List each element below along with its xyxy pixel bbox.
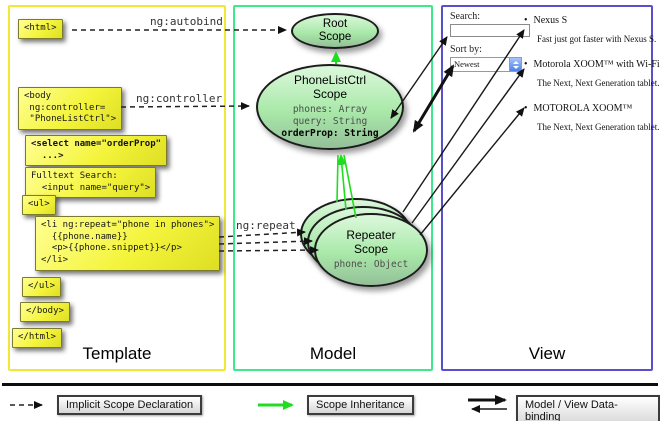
search-label: Search: (450, 11, 480, 22)
phone-desc: The Next, Next Generation tablet. (537, 122, 660, 132)
root-scope-ellipse: Root Scope (291, 13, 379, 49)
bullet-icon: • (524, 59, 528, 70)
phonelistctrl-scope-props: phones: Array query: String orderProp: S… (281, 104, 378, 140)
template-column-label: Template (82, 344, 152, 363)
stepper-down-icon (512, 65, 519, 69)
scope-prop-phone: phone: Object (333, 259, 409, 271)
phone-desc: Fast just got faster with Nexus S. (537, 34, 657, 44)
phone-title: •Motorola XOOM™ with Wi-Fi (524, 59, 660, 70)
phone-list: •Nexus S Fast just got faster with Nexus… (524, 15, 660, 147)
phonelistctrl-scope-title: PhoneListCtrl Scope (293, 72, 367, 101)
list-item: •MOTOROLA XOOM™ The Next, Next Generatio… (524, 103, 660, 132)
html-close-tag-box: </html> (12, 328, 62, 348)
body-close-tag-box: </body> (20, 302, 70, 322)
select-stepper-icon (509, 58, 521, 71)
ng-controller-label: ng:controller (136, 92, 223, 105)
view-search-form: Search: Sort by: Newest (450, 11, 530, 72)
fulltext-search-box: Fulltext Search: <input name="query"> (25, 167, 157, 199)
list-item: •Motorola XOOM™ with Wi-Fi The Next, Nex… (524, 59, 660, 88)
sort-select-value: Newest (454, 59, 480, 69)
list-item: •Nexus S Fast just got faster with Nexus… (524, 15, 660, 44)
body-open-tag-box: <body ng:controller= "PhoneListCtrl"> (18, 87, 123, 131)
model-column-label: Model (309, 344, 357, 363)
legend-scope-inheritance: Scope Inheritance (307, 395, 414, 415)
root-scope-title: Root Scope (318, 17, 352, 43)
repeater-scope-ellipse-front: Repeater Scope phone: Object (314, 213, 428, 287)
scope-prop-query: query: String (292, 116, 368, 128)
model-column: Model (233, 5, 433, 371)
ng-autobind-label: ng:autobind (150, 15, 223, 28)
stepper-up-icon (512, 60, 519, 64)
phone-title: •MOTOROLA XOOM™ (524, 103, 633, 114)
select-tag-box: <select name="orderProp" ...> (25, 135, 168, 167)
ul-close-tag-box: </ul> (22, 277, 62, 297)
phone-title: •Nexus S (524, 15, 568, 26)
legend-implicit-scope-declaration: Implicit Scope Declaration (57, 395, 203, 415)
bullet-icon: • (524, 103, 528, 114)
view-column-label: View (528, 344, 566, 363)
legend-model-view-data-binding: Model / View Data-binding (516, 395, 660, 421)
scope-prop-orderprop: orderProp: String (281, 128, 379, 140)
sort-by-label: Sort by: (450, 44, 482, 55)
html-open-tag-box: <html> (18, 19, 63, 39)
repeater-scope-title: Repeater Scope (346, 227, 396, 256)
phonelistctrl-scope-ellipse: PhoneListCtrl Scope phones: Array query:… (256, 64, 404, 150)
phone-desc: The Next, Next Generation tablet. (537, 78, 660, 88)
bullet-icon: • (524, 15, 528, 26)
sort-select[interactable]: Newest (450, 57, 522, 72)
search-input[interactable] (450, 24, 530, 37)
ul-open-tag-box: <ul> (22, 195, 56, 215)
legend-divider (2, 383, 658, 386)
scope-prop-phones: phones: Array (292, 104, 368, 116)
li-repeat-tag-box: <li ng:repeat="phone in phones"> {{phone… (35, 216, 221, 271)
ng-repeat-label: ng:repeat (236, 219, 296, 232)
